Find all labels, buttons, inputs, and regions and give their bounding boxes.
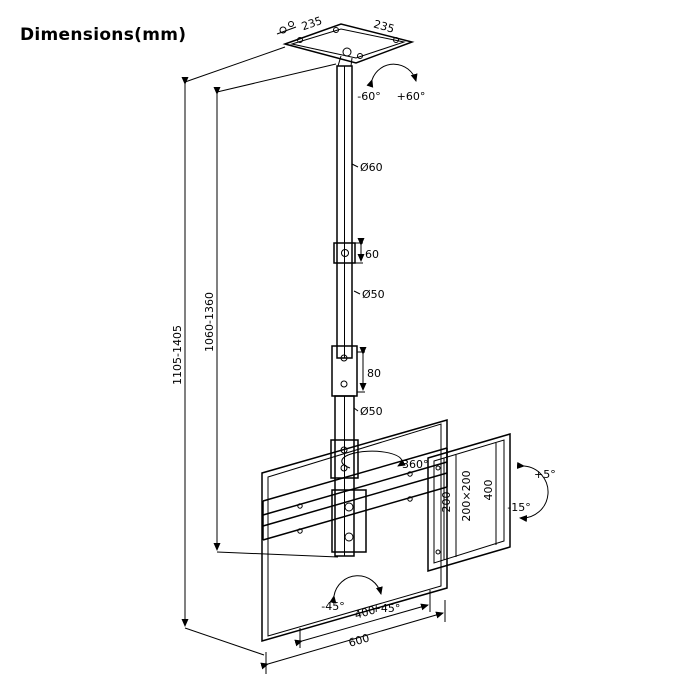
diagram-title: Dimensions(mm) [20,25,186,45]
tv-inner-edge [267,423,442,637]
tilt-up-label: +5° [534,468,556,481]
plate-bolt [297,37,303,43]
plate-inner-edge [290,28,406,59]
bottom-width-dimensions: 400 600 [260,590,446,674]
top-swivel-indicator: -60° +60° [357,63,426,103]
vesa-pattern-label: 200×200 [460,470,473,521]
height-dimensions: 1105-1405 1060-1360 [171,46,339,656]
pole-overlap-label: 80 [367,367,381,380]
rail-hole [407,496,413,502]
vesa-outer-edge [427,432,511,573]
pole-collar [333,242,356,264]
center-bracket [331,489,367,553]
dim-extension [355,242,363,264]
dim-extension [357,351,365,393]
crossbar-rails [262,447,448,541]
leader-line [353,407,359,412]
swivel-arc-arrow-icon [366,63,418,88]
clamp-bolt [340,354,348,362]
top-swivel-right-label: +60° [397,90,426,103]
pole-height-label: 1060-1360 [203,292,216,352]
rail-hole [297,528,303,534]
plate-hub [342,47,352,57]
collar-bolt [341,249,349,257]
pole-upper-diameter-label: Ø60 [360,161,383,174]
plate-bolt [333,27,339,33]
plate-depth-label: 235 [372,17,396,35]
vesa-hole [435,549,441,555]
pole-mid-diameter-label: Ø50 [362,288,385,301]
pole-dimensions: Ø60 60 Ø50 80 Ø50 [351,161,385,418]
hardware-washer [279,26,287,34]
overall-width-dim-line [260,611,444,670]
overall-width-label: 600 [347,631,371,649]
overall-height-label: 1105-1405 [171,325,184,385]
vesa-rail-label: 200 [440,492,453,513]
arm-rotation-label: 360° [402,458,429,471]
pole-lower-diameter-label: Ø50 [360,405,383,418]
leader-line [353,290,361,295]
tilt-indicator: +5° -15° [507,461,556,523]
clamp-bolt [340,380,348,388]
plate-outer-edge [282,23,415,64]
pole-neck [337,55,353,67]
plate-width-label: 235 [300,14,324,33]
hardware-line [276,26,297,35]
bottom-swivel-left-label: -45° [321,600,344,613]
vesa-inner-edge [433,439,505,564]
bracket-bolt [344,532,354,542]
plate-bolt [357,53,363,59]
dim-extension [216,551,339,558]
bottom-swivel-arc-arrow-icon [329,575,383,604]
dim-extension [184,627,265,656]
dim-extension [216,63,337,93]
vesa-slots [443,443,497,560]
extension-pole [330,55,359,557]
arm-rotation-indicator: 360° [341,450,429,471]
pole-collar-label: 60 [365,248,379,261]
vesa-hole [435,465,441,471]
rail-hole [297,503,303,509]
tilt-down-label: -15° [507,501,530,514]
rail-hole [407,471,413,477]
vesa-width-label: 400 [353,603,377,621]
tilt-arc-arrow-icon [516,461,549,523]
bracket-bolt [344,502,354,512]
tv-outer-edge [261,419,448,642]
leader-line [351,163,359,168]
plate-bolt [393,37,399,43]
rotation-ellipse-arrow-icon [341,450,406,469]
vesa-height-label: 400 [482,480,495,501]
top-swivel-left-label: -60° [357,90,380,103]
dim-extension [184,46,286,83]
vesa-bracket: 200 200×200 400 [427,432,511,573]
ceiling-plate: 235 235 [276,14,415,64]
tv-outline [261,419,448,642]
hardware-bolt [288,21,294,27]
